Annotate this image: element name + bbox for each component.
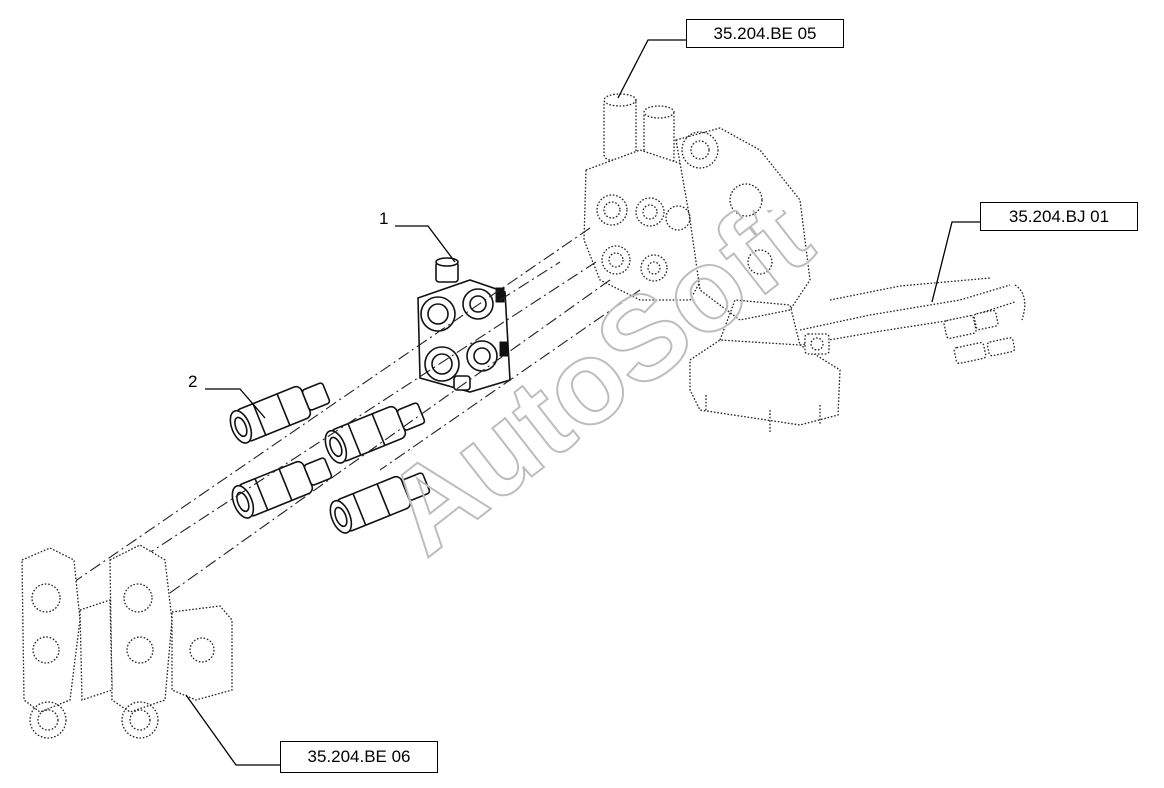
adapter-block[interactable] — [417, 257, 511, 393]
ref-box-top[interactable]: 35.204.BE 05 — [686, 19, 844, 48]
assembly-center-lines — [54, 227, 641, 601]
control-valve-assembly — [583, 93, 1026, 432]
ref-box-bottom[interactable]: 35.204.BE 06 — [280, 741, 438, 773]
ref-box-right[interactable]: 35.204.BJ 01 — [980, 202, 1138, 231]
quick-coupler-set[interactable] — [226, 377, 432, 536]
lower-coupler-bodies — [21, 544, 233, 739]
leader-lines — [185, 39, 980, 766]
callout-item-1: 1 — [379, 209, 389, 228]
callout-item-2: 2 — [188, 372, 198, 391]
